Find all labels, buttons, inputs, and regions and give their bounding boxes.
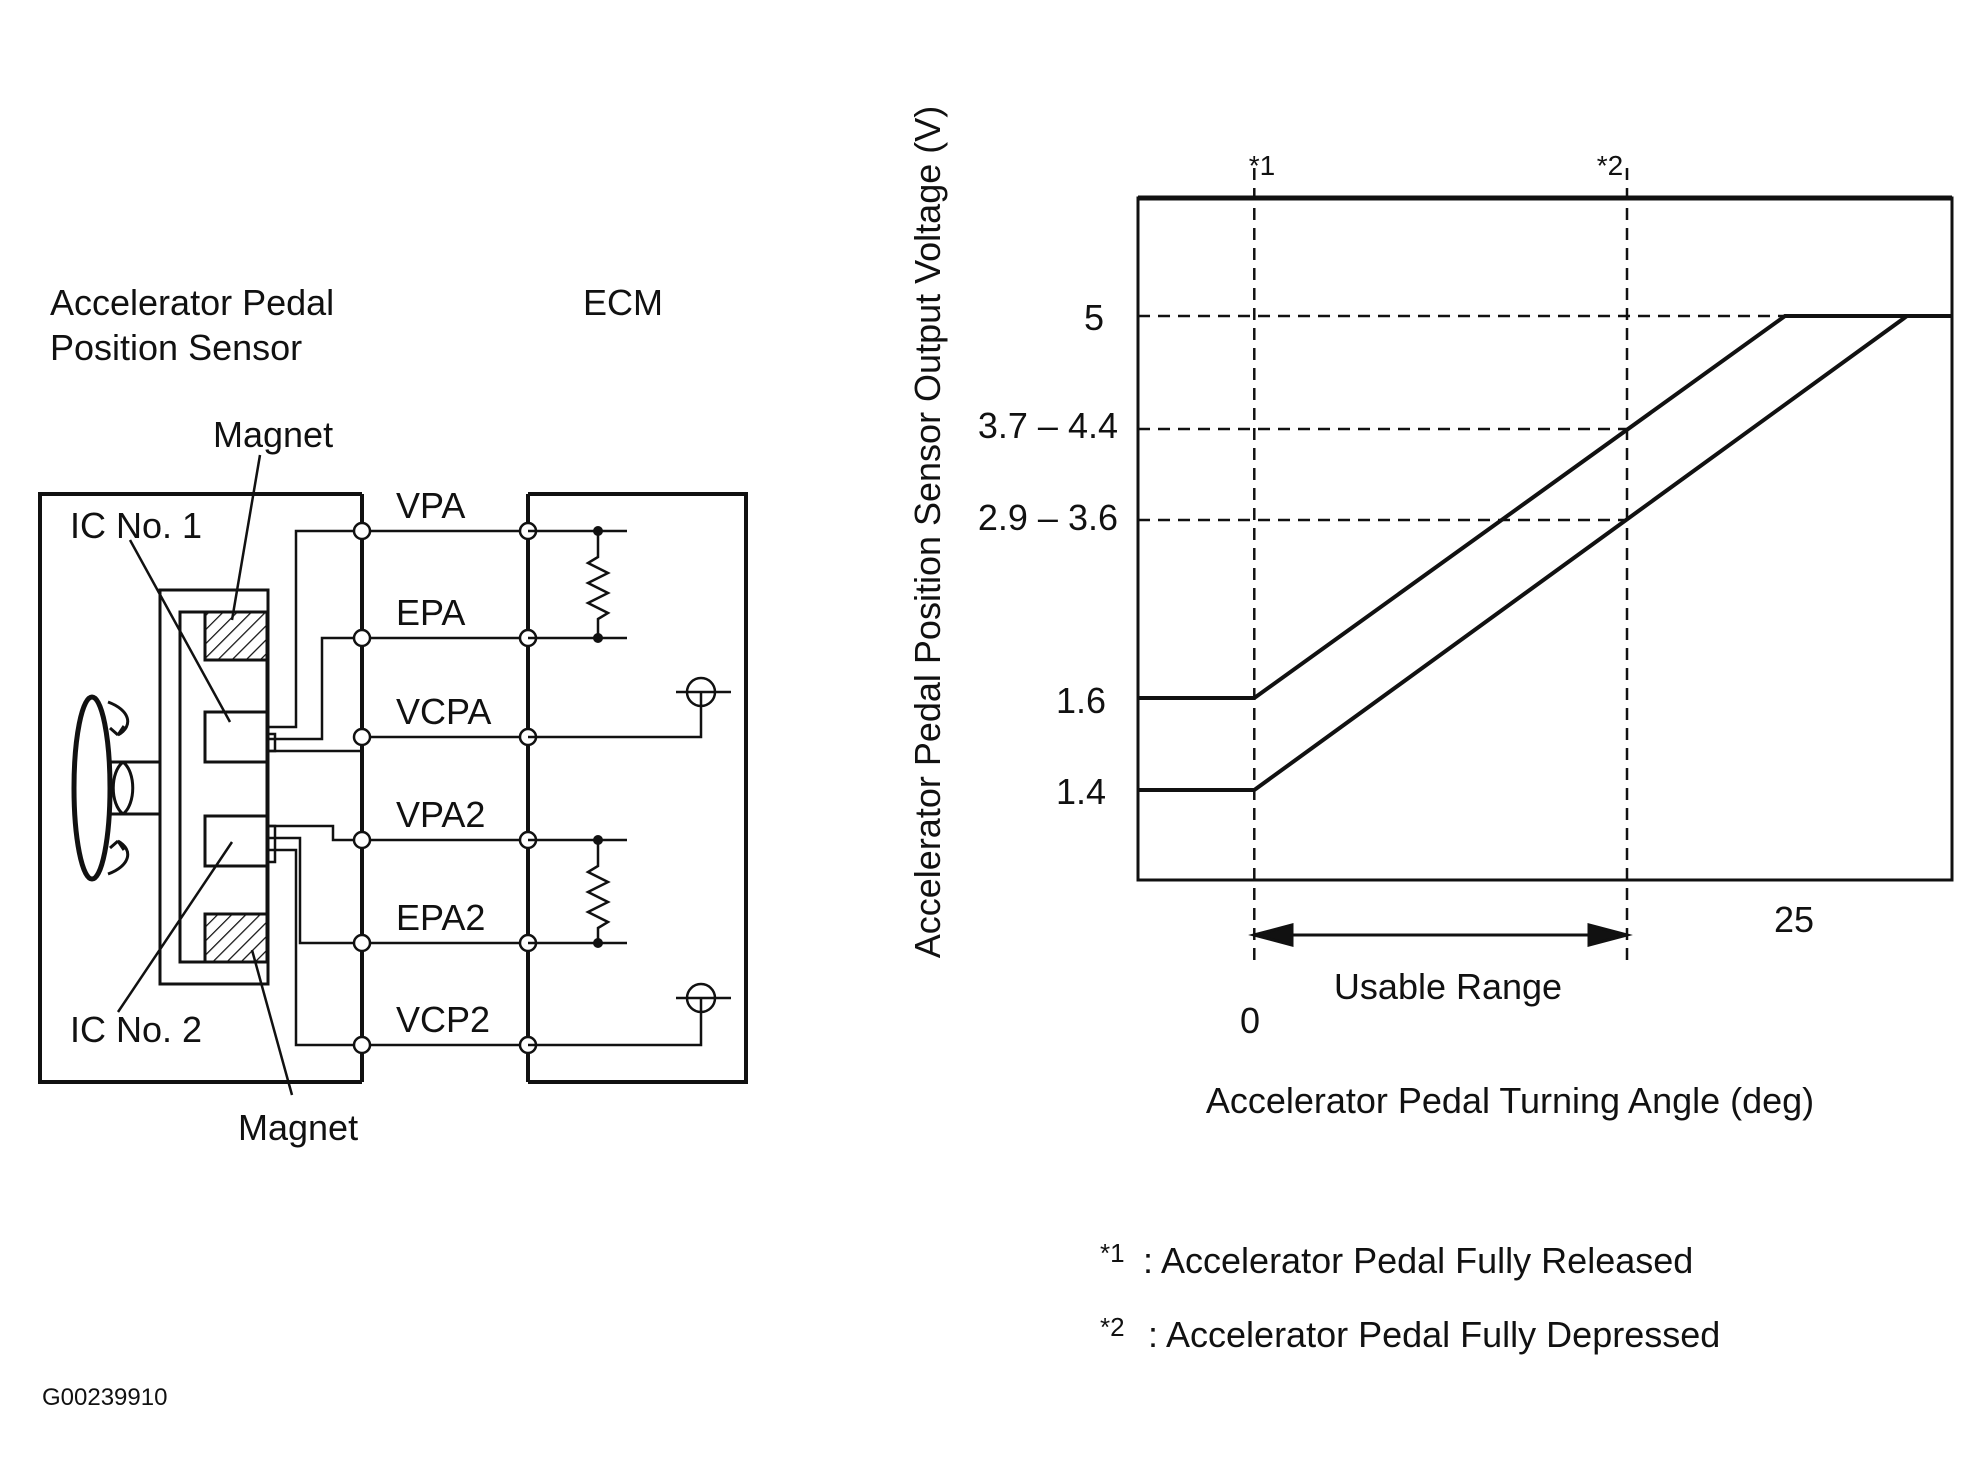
figure-id: G00239910 [42,1384,167,1411]
rotation-top-arrow-icon [107,700,130,737]
signal-lines [362,529,528,1047]
ic1-block [203,710,269,764]
marker1-label: *1 [1249,150,1275,181]
ecm-label: ECM [583,282,663,323]
note1-mark: *1 [1100,1238,1125,1268]
y-tick-3-7-4-4: 3.7 – 4.4 [978,405,1118,446]
y-tick-2-9-3-6: 2.9 – 3.6 [978,497,1118,538]
magnet-top-block [203,610,269,662]
ic-inner-frame [178,610,269,964]
terminal-label-epa2: EPA2 [396,897,485,938]
circuit-diagram [38,454,748,1096]
junction-dots [593,526,603,948]
reference-lines [1138,168,1785,960]
x-tick-25: 25 [1774,899,1814,940]
note2-text: : Accelerator Pedal Fully Depressed [1148,1314,1720,1355]
usable-range-label: Usable Range [1334,966,1562,1007]
y-tick-1-6: 1.6 [1056,680,1106,721]
sensor-title-line2: Position Sensor [50,327,302,368]
sensor-title-line1: Accelerator Pedal [50,282,334,323]
voltage-chart: Accelerator Pedal Position Sensor Output… [907,106,1954,1121]
pedal-shaft [108,760,160,816]
series-line-1 [1138,314,1952,700]
ic2-label: IC No. 2 [70,1009,202,1050]
y-axis-label: Accelerator Pedal Position Sensor Output… [907,106,948,958]
ecm-box [528,492,748,1084]
usable-range-arrow [1248,923,1633,947]
circuit-labels: Accelerator Pedal Position Sensor ECM Ma… [50,282,663,1148]
x-axis-label: Accelerator Pedal Turning Angle (deg) [1206,1080,1814,1121]
supply-symbol-vcpa [676,676,731,708]
magnet-bottom-label: Magnet [238,1107,358,1148]
resistor-epa [585,531,611,638]
note1-text: : Accelerator Pedal Fully Released [1143,1240,1693,1281]
ic1-label: IC No. 1 [70,505,202,546]
ic2-block [203,814,269,868]
terminal-label-vcpa: VCPA [396,691,491,732]
rotation-disc [71,694,113,882]
terminal-label-vcp2: VCP2 [396,999,490,1040]
magnet-top-label: Magnet [213,414,333,455]
series-line-2 [1138,314,1952,792]
marker2-label: *2 [1597,150,1623,181]
resistor-epa2 [585,840,611,943]
series-group [1138,314,1952,792]
ecm-internal [528,529,703,1047]
x-tick-0: 0 [1240,1000,1260,1041]
footnotes: *1 : Accelerator Pedal Fully Released *2… [1100,1238,1720,1355]
note2-mark: *2 [1100,1312,1125,1342]
terminal-nodes [352,521,538,1055]
terminal-label-vpa: VPA [396,485,465,526]
sensor-box [38,492,362,1084]
y-tick-1-4: 1.4 [1056,771,1106,812]
ic2-wiring [267,824,362,1047]
terminal-label-vpa2: VPA2 [396,794,485,835]
magnet-bottom-block [203,912,269,964]
supply-symbol-vcp2 [676,982,731,1014]
ic1-wiring [267,529,362,753]
terminal-label-epa: EPA [396,592,465,633]
y-tick-5: 5 [1084,297,1104,338]
rotation-bottom-arrow-icon [107,839,130,876]
leader-lines [116,454,294,1096]
plot-frame [1136,196,1954,882]
